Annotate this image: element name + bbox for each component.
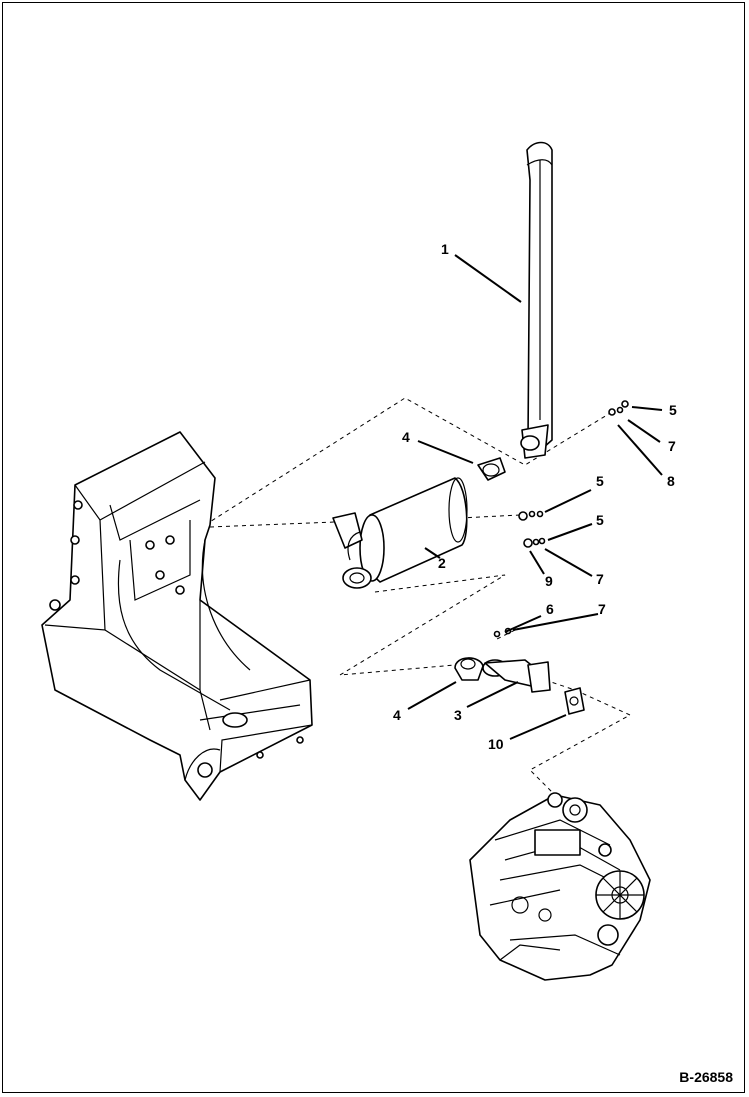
callout-2: 2 — [438, 555, 446, 571]
machine-frame — [41, 431, 313, 801]
engine — [469, 792, 651, 981]
callout-3: 3 — [454, 707, 462, 723]
clamp-lower — [454, 657, 484, 681]
callout-4-lower: 4 — [393, 707, 401, 723]
callout-10: 10 — [488, 736, 504, 752]
muffler — [332, 477, 468, 589]
exhaust-stack-pipe — [520, 141, 553, 459]
callout-9: 9 — [545, 573, 553, 589]
figure-reference-code: B-26858 — [679, 1069, 733, 1085]
gasket — [564, 687, 585, 715]
callout-6: 6 — [546, 601, 554, 617]
callout-labels: 1 2 3 4 4 5 5 5 6 7 7 7 8 9 10 — [393, 241, 677, 752]
callout-7-top: 7 — [668, 438, 676, 454]
callout-7-middle: 7 — [596, 571, 604, 587]
hardware — [493, 400, 629, 638]
callout-4-upper: 4 — [402, 429, 410, 445]
callout-1: 1 — [441, 241, 449, 257]
assembly-dashed-lines — [204, 397, 632, 801]
exhaust-pipe — [482, 659, 551, 693]
callout-5-top: 5 — [669, 402, 677, 418]
clamp-upper — [477, 457, 506, 481]
callout-5-middle: 5 — [596, 473, 604, 489]
callout-8: 8 — [667, 473, 675, 489]
leader-lines — [407, 254, 663, 740]
callout-5-lower: 5 — [596, 512, 604, 528]
callout-7-lower: 7 — [598, 601, 606, 617]
